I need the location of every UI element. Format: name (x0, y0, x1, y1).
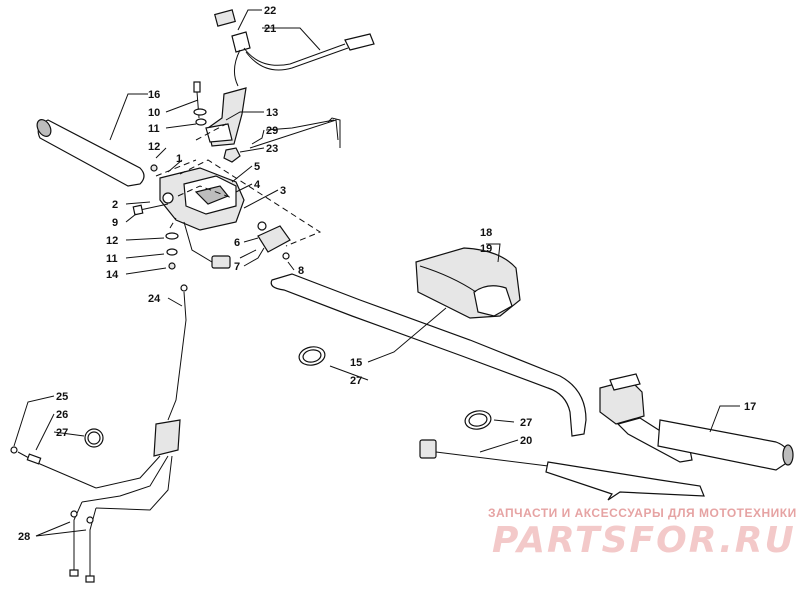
watermark-logo: PARTSFOR.RU (492, 520, 796, 561)
callout-25: 25 (56, 391, 68, 403)
callout-labels: 22 21 16 10 13 11 29 12 23 1 5 4 3 2 9 1… (18, 5, 756, 543)
callout-26: 26 (56, 409, 68, 421)
callout-14: 14 (106, 269, 119, 281)
callout-11-top: 11 (148, 123, 160, 135)
callout-24: 24 (148, 293, 161, 305)
throttle-housing (159, 167, 245, 269)
switch-plunger (239, 221, 291, 260)
callout-9: 9 (112, 217, 118, 229)
heat-element-wire (419, 439, 705, 501)
callout-6: 6 (234, 237, 240, 249)
callout-8: 8 (298, 265, 304, 277)
callout-27-right: 27 (520, 417, 532, 429)
callout-19: 19 (480, 243, 492, 255)
handlebar-pad (415, 247, 521, 319)
callout-7: 7 (234, 261, 240, 273)
snap-rings (84, 346, 492, 448)
callout-13: 13 (266, 107, 278, 119)
throttle-cable (10, 284, 188, 583)
watermark-caption: ЗАПЧАСТИ И АКСЕССУАРЫ ДЛЯ МОТОТЕХНИКИ (488, 506, 797, 520)
callout-15: 15 (350, 357, 362, 369)
assembly-lines (155, 123, 322, 247)
leader-lines (13, 9, 740, 537)
screw-9 (132, 203, 169, 216)
callout-21: 21 (264, 23, 276, 35)
callout-12-bottom: 12 (106, 235, 118, 247)
callout-10: 10 (148, 107, 160, 119)
callout-28: 28 (18, 531, 30, 543)
callout-11-bottom: 11 (106, 253, 118, 265)
switch-cable (214, 9, 375, 87)
throttle-lever (205, 87, 247, 147)
callout-3: 3 (280, 185, 286, 197)
callout-12-top: 12 (148, 141, 160, 153)
callout-16: 16 (148, 89, 160, 101)
callout-18: 18 (480, 227, 492, 239)
nut-23 (223, 147, 241, 163)
callout-5: 5 (254, 161, 260, 173)
callout-20: 20 (520, 435, 532, 447)
callout-1: 1 (176, 153, 182, 165)
brake-assembly (599, 373, 794, 471)
callout-17: 17 (744, 401, 756, 413)
callout-2: 2 (112, 199, 118, 211)
left-grip (36, 119, 145, 187)
callout-27-handlebar: 27 (350, 375, 362, 387)
callout-27-left: 27 (56, 427, 68, 439)
callout-29: 29 (266, 125, 278, 137)
bolt-10 (193, 81, 207, 126)
callout-22: 22 (264, 5, 276, 17)
callout-4: 4 (254, 179, 261, 191)
washers (150, 164, 179, 270)
bracket-rod (249, 117, 341, 149)
callout-23: 23 (266, 143, 278, 155)
handlebar (270, 273, 587, 437)
